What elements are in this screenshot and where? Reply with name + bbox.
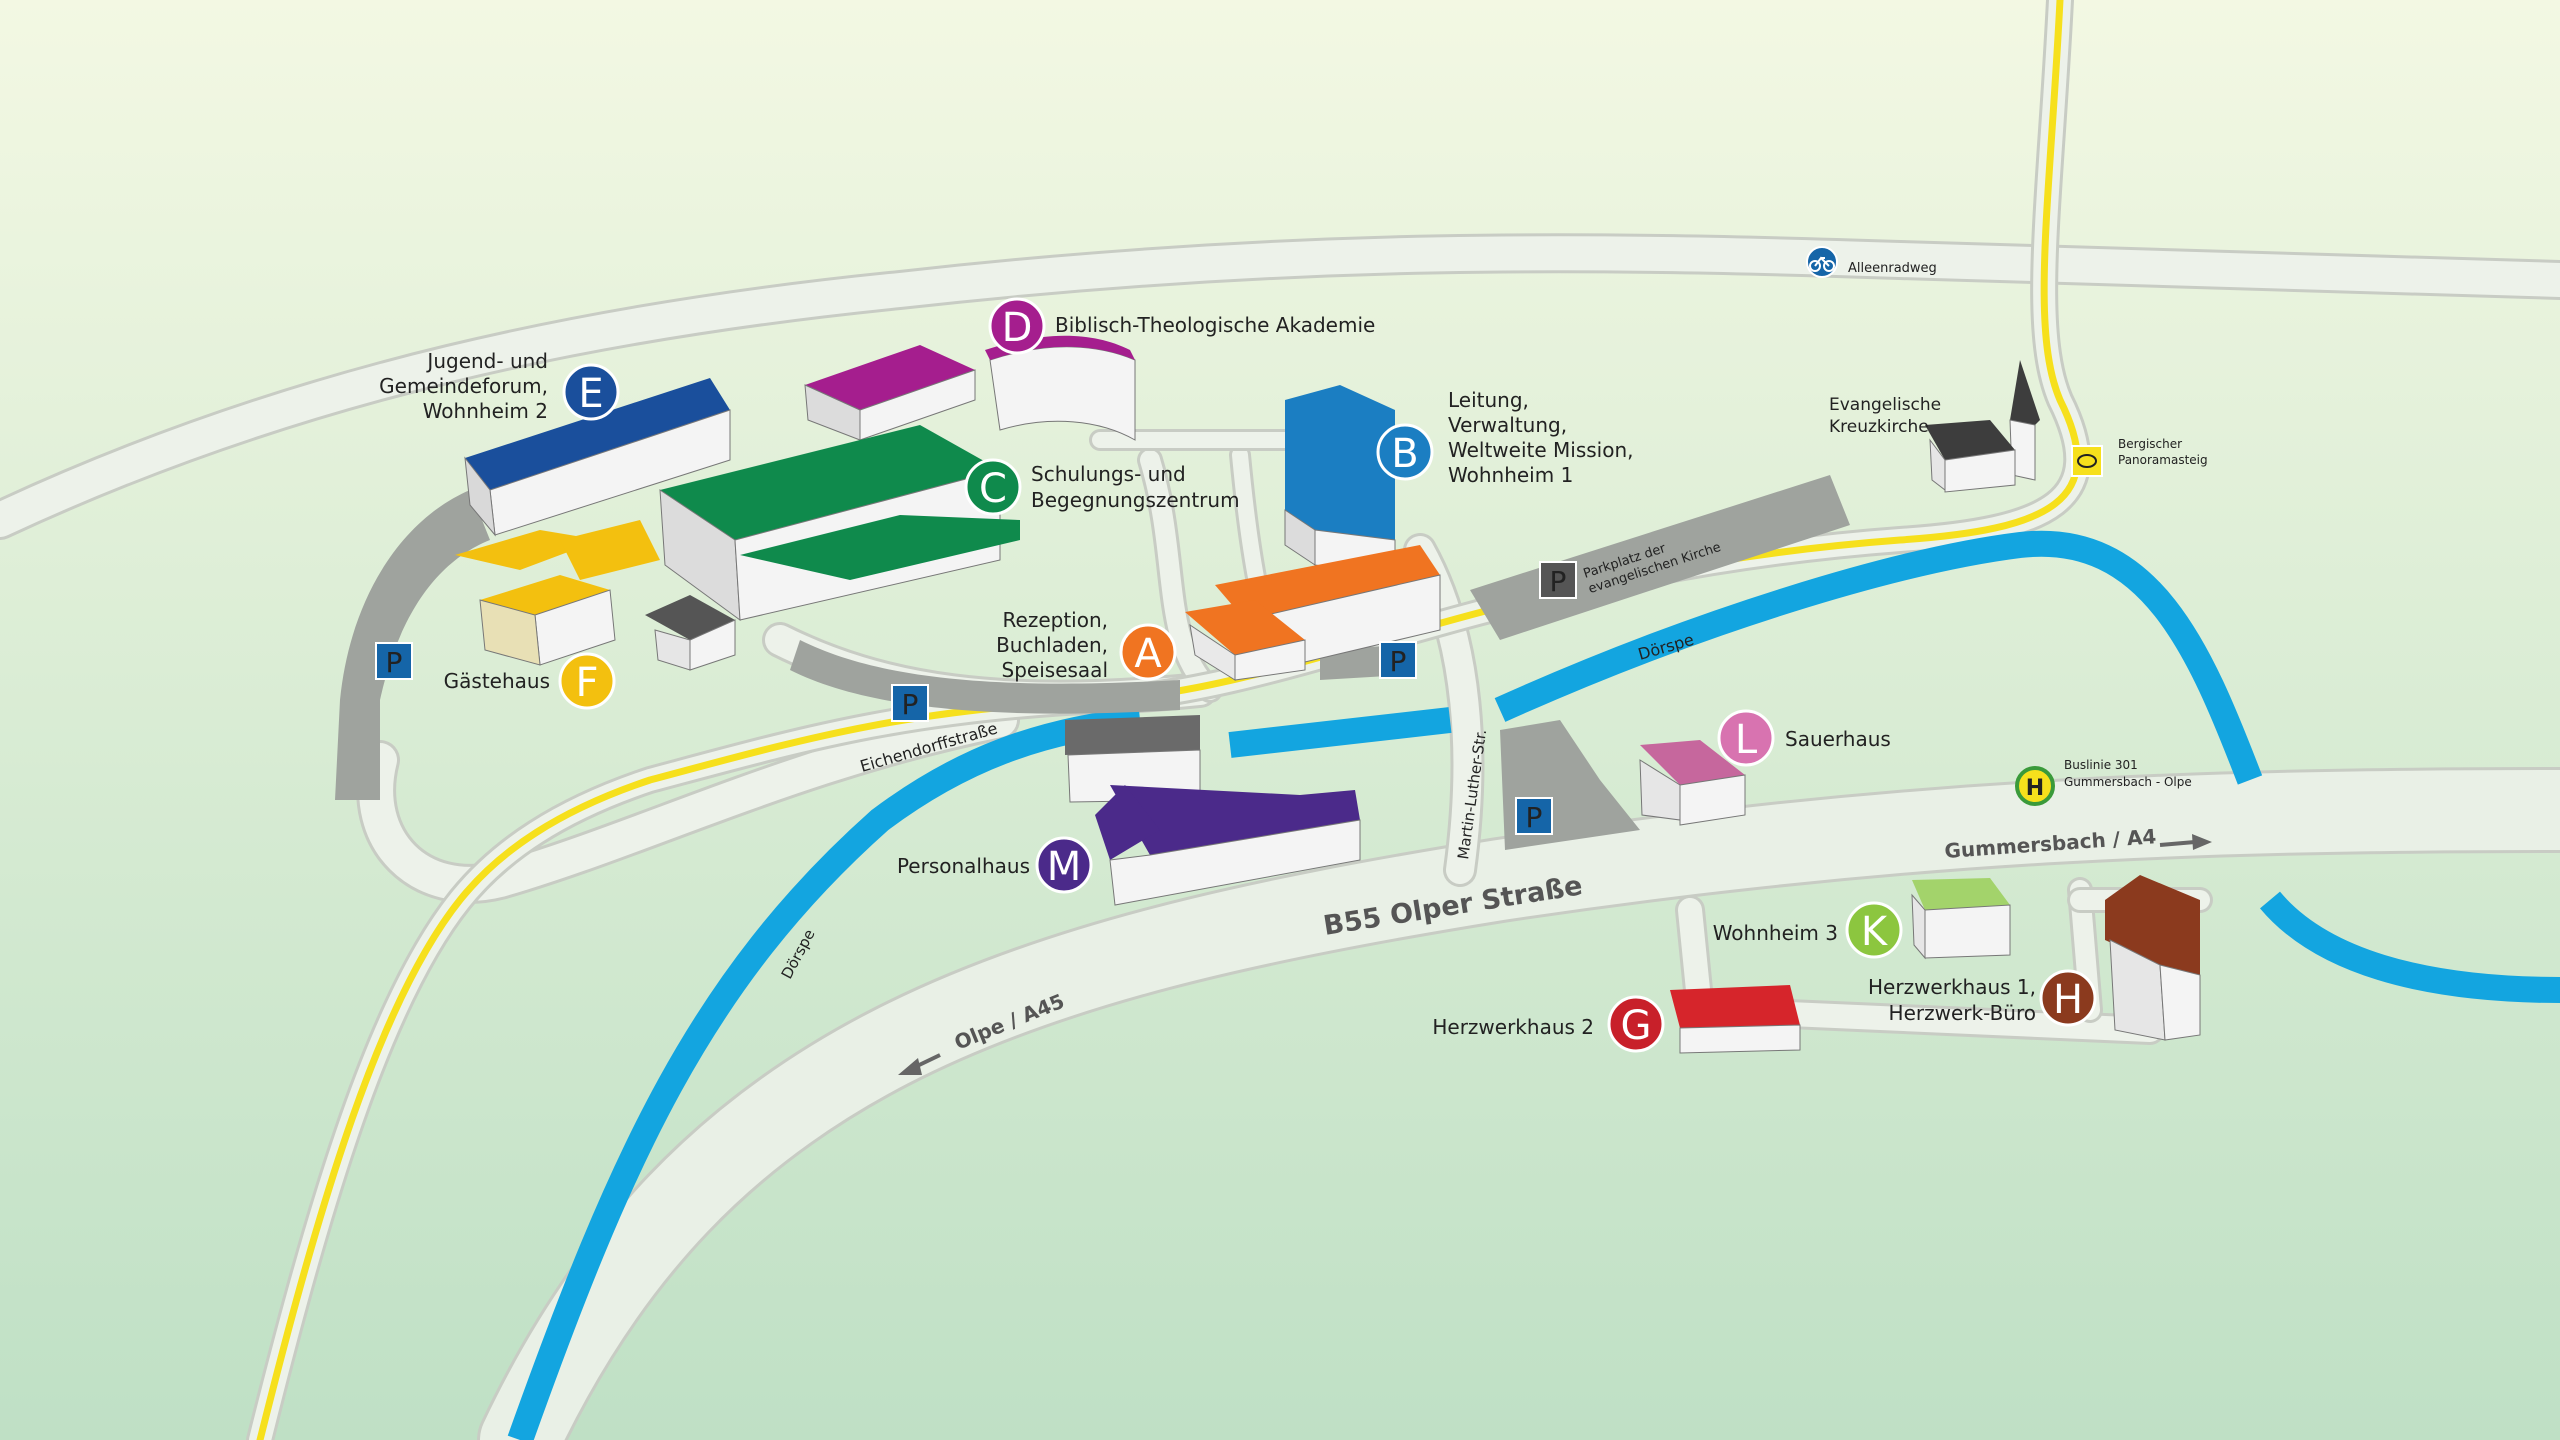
olpe-arrow-icon xyxy=(898,1053,941,1075)
building-k[interactable] xyxy=(1911,878,2011,960)
parking-sign-letter: P xyxy=(1390,645,1407,678)
label-b-line-1: Leitung, xyxy=(1448,388,1529,412)
marker-d[interactable]: D xyxy=(988,297,1046,355)
parking-sign-3[interactable]: P xyxy=(1379,641,1417,679)
label-d-line-1: Biblisch-Theologische Akademie xyxy=(1055,313,1375,337)
building-grey-house[interactable] xyxy=(645,595,736,671)
label-e-line-1: Jugend- und xyxy=(425,349,548,373)
panoramasteig-line-2: Panoramasteig xyxy=(2118,453,2208,467)
bicycle-icon xyxy=(1806,246,1838,278)
bus-stop-icon[interactable]: H xyxy=(2015,766,2055,806)
loop-road[interactable] xyxy=(356,700,1020,904)
label-a-line-1: Rezeption, xyxy=(1003,608,1108,632)
marker-g-letter: G xyxy=(1621,1003,1652,1049)
river-doerspe xyxy=(507,530,2560,1440)
building-m[interactable] xyxy=(1095,785,1361,906)
building-b[interactable] xyxy=(1284,385,1396,576)
label-k-line-1: Wohnheim 3 xyxy=(1713,921,1838,945)
parking-sign-letter: P xyxy=(386,646,403,679)
parking-signs: P P P P P xyxy=(375,561,1577,835)
marker-m[interactable]: M xyxy=(1035,836,1093,894)
building-h[interactable] xyxy=(2105,875,2201,1041)
marker-h[interactable]: H xyxy=(2039,969,2097,1027)
label-c-line-2: Begegnungszentrum xyxy=(1031,488,1240,512)
label-b-line-3: Weltweite Mission, xyxy=(1448,438,1634,462)
building-f[interactable] xyxy=(455,520,660,666)
building-a[interactable] xyxy=(1185,545,1441,681)
label-l-line-1: Sauerhaus xyxy=(1785,727,1891,751)
building-c[interactable] xyxy=(659,425,1020,622)
marker-g[interactable]: G xyxy=(1607,995,1665,1053)
bus-line-1: Buslinie 301 xyxy=(2064,758,2138,772)
gummersbach-arrow-icon xyxy=(2159,834,2212,850)
building-church[interactable] xyxy=(1925,360,2040,493)
label-a-line-3: Speisesaal xyxy=(1002,658,1108,682)
bus-line-2: Gummersbach - Olpe xyxy=(2064,775,2192,789)
marker-f-letter: F xyxy=(575,660,598,706)
marker-c-letter: C xyxy=(979,466,1007,512)
alleenradweg-label: Alleenradweg xyxy=(1848,261,1937,276)
label-g-line-1: Herzwerkhaus 2 xyxy=(1432,1015,1594,1039)
parking-sign-4[interactable]: P xyxy=(1515,797,1553,835)
label-e-line-3: Wohnheim 2 xyxy=(423,399,548,423)
label-m-line-1: Personalhaus xyxy=(897,854,1030,878)
panoramasteig-line-1: Bergischer xyxy=(2118,437,2182,451)
marker-f[interactable]: F xyxy=(558,652,616,710)
building-l[interactable] xyxy=(1639,740,1746,826)
building-e[interactable] xyxy=(464,378,731,537)
parking-sign-letter: P xyxy=(1526,801,1543,834)
marker-h-letter: H xyxy=(2053,977,2083,1023)
marker-d-letter: D xyxy=(1002,305,1033,351)
marker-b-letter: B xyxy=(1391,431,1418,477)
church-parking-letter: P xyxy=(1550,565,1567,598)
location-markers: A Rezeption, Buchladen, Speisesaal B Lei… xyxy=(379,297,2097,1053)
label-c-line-1: Schulungs- und xyxy=(1031,462,1186,486)
label-e-line-2: Gemeindeforum, xyxy=(379,374,548,398)
b55-road[interactable] xyxy=(477,767,2560,1440)
marker-a[interactable]: A xyxy=(1119,623,1177,681)
panoramasteig-icon[interactable] xyxy=(2071,445,2103,477)
marker-k-letter: K xyxy=(1861,909,1889,955)
parking-sign-2[interactable]: P xyxy=(891,684,929,722)
marker-m-letter: M xyxy=(1047,844,1082,890)
marker-k[interactable]: K xyxy=(1845,901,1903,959)
buildings xyxy=(455,335,2201,1054)
parking-sign-1[interactable]: P xyxy=(375,642,413,680)
alleenradweg-road[interactable] xyxy=(0,233,2560,540)
marker-c[interactable]: C xyxy=(964,458,1022,516)
label-b-line-2: Verwaltung, xyxy=(1448,413,1567,437)
marker-e[interactable]: E xyxy=(562,363,620,421)
label-f-line-1: Gästehaus xyxy=(444,669,550,693)
marker-l[interactable]: L xyxy=(1717,709,1775,767)
marker-b[interactable]: B xyxy=(1376,423,1434,481)
marker-e-letter: E xyxy=(578,371,603,417)
label-b-line-4: Wohnheim 1 xyxy=(1448,463,1573,487)
label-a-line-2: Buchladen, xyxy=(996,633,1108,657)
church-label-line-2: Kreuzkirche xyxy=(1829,417,1929,437)
marker-l-letter: L xyxy=(1735,717,1758,763)
label-h-line-1: Herzwerkhaus 1, xyxy=(1868,975,2036,999)
parking-sign-letter: P xyxy=(902,688,919,721)
church-parking-sign[interactable]: P xyxy=(1539,561,1577,599)
bus-stop-letter: H xyxy=(2026,776,2044,801)
label-h-line-2: Herzwerk-Büro xyxy=(1889,1001,2036,1025)
marker-a-letter: A xyxy=(1134,631,1162,677)
church-label-line-1: Evangelische xyxy=(1829,395,1941,415)
building-g[interactable] xyxy=(1670,985,1801,1054)
